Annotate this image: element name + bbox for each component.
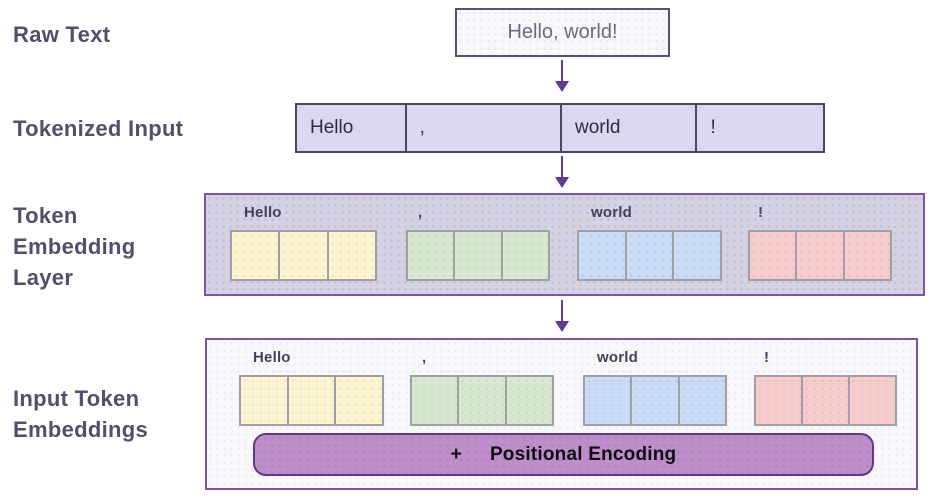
embedding-cell bbox=[232, 232, 281, 279]
embedding-cell bbox=[679, 377, 725, 424]
token-cell-exclaim: ! bbox=[697, 105, 823, 151]
positional-encoding-bar: + Positional Encoding bbox=[253, 433, 874, 476]
arrow-head bbox=[555, 177, 569, 188]
arrow-stem bbox=[561, 60, 563, 81]
token-cell-world: world bbox=[562, 105, 698, 151]
raw-text-value: Hello, world! bbox=[507, 21, 618, 43]
embedding-cell bbox=[459, 377, 507, 424]
input-token-embeddings-panel: Hello , world ! + Positional Encoding bbox=[205, 338, 918, 490]
embedding-group-world: world bbox=[577, 204, 722, 281]
token-cell-comma: , bbox=[407, 105, 562, 151]
embedding-group-label: world bbox=[597, 349, 638, 366]
embedding-cell bbox=[502, 232, 548, 279]
stage-label-raw-text: Raw Text bbox=[13, 22, 111, 47]
embedding-group-label: ! bbox=[764, 349, 770, 366]
token-cell-hello: Hello bbox=[297, 105, 407, 151]
tokenized-input-row: Hello , world ! bbox=[295, 103, 825, 153]
arrow-head bbox=[555, 81, 569, 92]
embedding-group-comma: , bbox=[410, 349, 554, 426]
token-text: , bbox=[419, 117, 425, 138]
raw-text-box: Hello, world! bbox=[455, 8, 670, 57]
embedding-group-hello: Hello bbox=[239, 349, 384, 426]
embedding-vector-comma bbox=[406, 230, 550, 281]
embedding-cell bbox=[756, 377, 803, 424]
embedding-cell bbox=[280, 232, 329, 279]
embedding-cell bbox=[844, 232, 890, 279]
embedding-group-label: Hello bbox=[244, 204, 282, 221]
embedding-cell bbox=[579, 232, 627, 279]
embedding-group-label: world bbox=[591, 204, 632, 221]
embedding-cell bbox=[328, 232, 375, 279]
arrow-head bbox=[555, 321, 569, 332]
embedding-cell bbox=[408, 232, 456, 279]
embedding-cell bbox=[336, 377, 383, 424]
arrow-stem bbox=[561, 300, 563, 321]
embedding-cell bbox=[412, 377, 460, 424]
token-text: ! bbox=[710, 117, 716, 138]
embedding-cell bbox=[750, 232, 798, 279]
embedding-vector-world bbox=[577, 230, 722, 281]
embedding-group-label: , bbox=[418, 204, 423, 221]
embedding-group-label: Hello bbox=[253, 349, 291, 366]
embedding-cell bbox=[288, 377, 337, 424]
embedding-vector-exclaim bbox=[754, 375, 897, 426]
embedding-vector-exclaim bbox=[748, 230, 892, 281]
stage-label-input-token-embeddings: Input Token Embeddings bbox=[13, 386, 149, 442]
embedding-vector-world bbox=[583, 375, 727, 426]
embedding-group-exclaim: ! bbox=[754, 349, 897, 426]
embedding-group-comma: , bbox=[406, 204, 550, 281]
embedding-group-world: world bbox=[583, 349, 727, 426]
token-text: world bbox=[575, 117, 621, 138]
embedding-cell bbox=[850, 377, 895, 424]
embedding-cell bbox=[803, 377, 850, 424]
token-text: Hello bbox=[310, 117, 354, 138]
embedding-cell bbox=[632, 377, 680, 424]
arrow-down-icon bbox=[554, 60, 570, 92]
embedding-cell bbox=[455, 232, 503, 279]
stage-label-tokenized-input: Tokenized Input bbox=[13, 116, 184, 141]
embedding-group-hello: Hello bbox=[230, 204, 377, 281]
embedding-group-label: , bbox=[422, 349, 427, 366]
embedding-cell bbox=[797, 232, 845, 279]
embedding-group-label: ! bbox=[758, 204, 764, 221]
token-embedding-layer-panel: Hello , world ! bbox=[204, 193, 925, 296]
positional-encoding-label: Positional Encoding bbox=[489, 443, 677, 465]
embedding-cell bbox=[626, 232, 675, 279]
embedding-vector-hello bbox=[230, 230, 377, 281]
embedding-vector-hello bbox=[239, 375, 384, 426]
embedding-cell bbox=[674, 232, 721, 279]
embedding-cell bbox=[506, 377, 552, 424]
arrow-down-icon bbox=[554, 300, 570, 332]
embedding-vector-comma bbox=[410, 375, 554, 426]
arrow-stem bbox=[561, 156, 563, 177]
embedding-cell bbox=[585, 377, 633, 424]
embedding-cell bbox=[241, 377, 289, 424]
stage-label-token-embedding-layer: Token Embedding Layer bbox=[13, 203, 136, 290]
embedding-group-exclaim: ! bbox=[748, 204, 892, 281]
arrow-down-icon bbox=[554, 156, 570, 188]
plus-operator: + bbox=[450, 443, 462, 465]
